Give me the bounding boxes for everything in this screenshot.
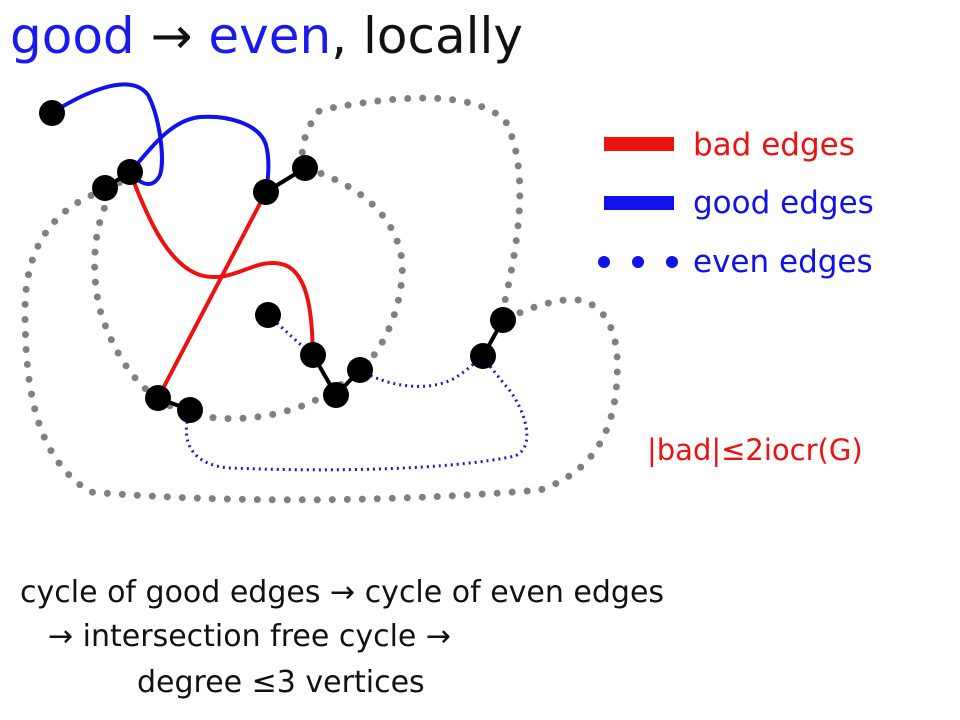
vertex [470, 343, 496, 369]
title-even: even [208, 7, 332, 65]
legend-label-good: good edges [693, 185, 874, 221]
legend-label-bad: bad edges [693, 127, 855, 163]
vertex [92, 175, 118, 201]
vertex [292, 155, 318, 181]
title-arrow: → [150, 7, 193, 65]
legend-swatch-good [604, 196, 674, 210]
vertex [39, 100, 65, 126]
page-title: good → even, locally [10, 7, 523, 66]
dotted-link-edge [359, 354, 484, 388]
title-good: good [10, 7, 135, 65]
caption-line-2: → intersection free cycle → [48, 619, 452, 654]
bad-bound-formula: |bad|≤2iocr(G) [647, 433, 863, 467]
vertex [323, 382, 349, 408]
bad-edge [128, 171, 315, 356]
vertex [490, 307, 516, 333]
even-edge-loop-inner [91, 164, 406, 423]
bad-edge [156, 191, 268, 399]
vertex [145, 385, 171, 411]
vertex [253, 179, 279, 205]
vertex [177, 397, 203, 423]
vertex [300, 342, 326, 368]
vertex [117, 159, 143, 185]
even-edge-loop-outer [21, 94, 621, 504]
vertex [255, 302, 281, 328]
good-edge [128, 114, 271, 193]
title-locally: , locally [331, 7, 523, 65]
vertex [347, 357, 373, 383]
good-edge [50, 82, 164, 186]
caption-line-1: cycle of good edges → cycle of even edge… [20, 575, 665, 610]
legend-label-even: even edges [693, 244, 873, 280]
legend-swatch-bad [604, 137, 674, 151]
legend-swatch-even [598, 256, 678, 268]
caption-line-3: degree ≤3 vertices [137, 665, 425, 700]
